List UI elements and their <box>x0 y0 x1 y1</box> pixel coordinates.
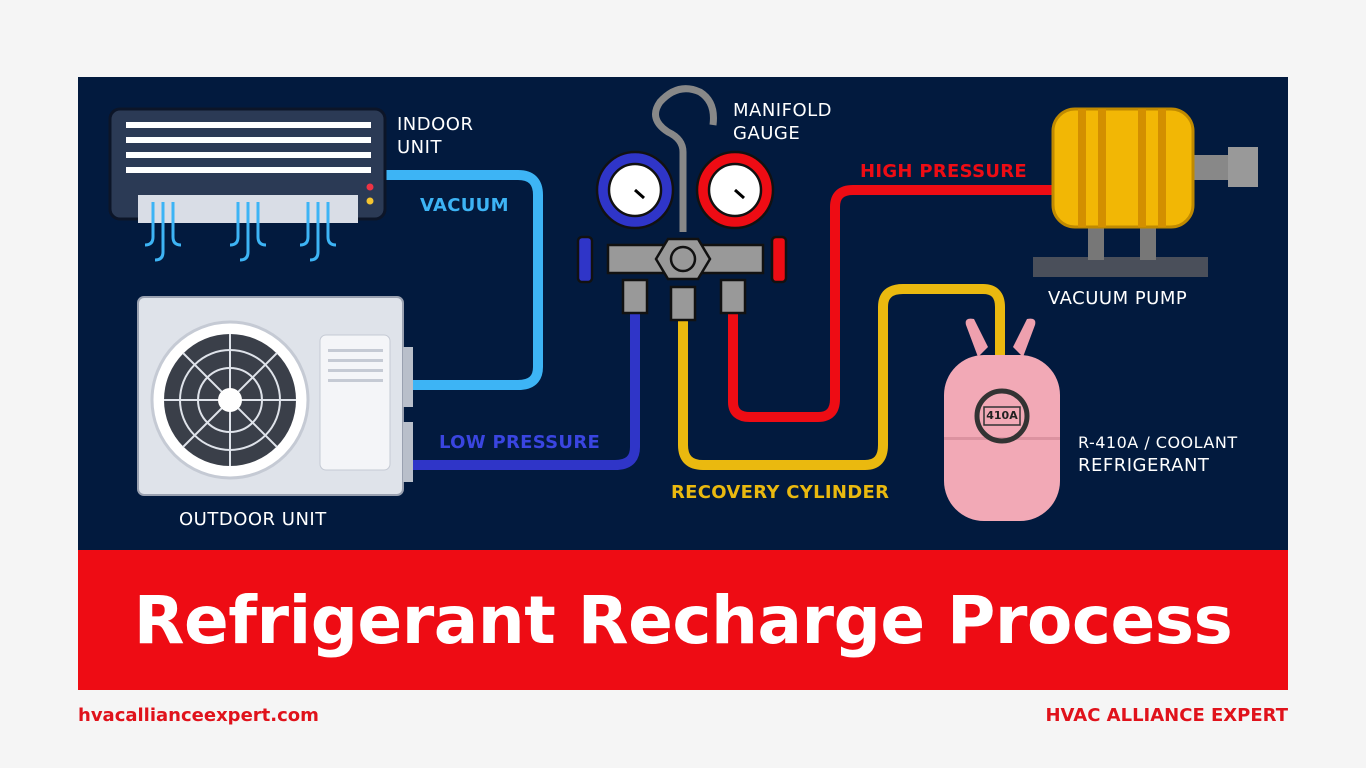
website-link[interactable]: hvacallianceexpert.com <box>78 705 319 726</box>
refrigerant-line-1: R-410A / COOLANT <box>1078 433 1238 452</box>
recovery-cylinder-label: RECOVERY CYLINDER <box>671 482 890 503</box>
indoor-unit-icon <box>108 107 387 262</box>
indoor-line-2: UNIT <box>397 137 442 158</box>
outdoor-unit-label: OUTDOOR UNIT <box>179 509 327 530</box>
page-title: Refrigerant Recharge Process <box>133 581 1233 659</box>
high-pressure-hose <box>728 185 1058 422</box>
tank-410a-label: 410A <box>986 409 1018 422</box>
diagram-drawing <box>108 85 1258 521</box>
brand-name: HVAC ALLIANCE EXPERT <box>1045 705 1288 726</box>
low-pressure-label: LOW PRESSURE <box>439 432 601 453</box>
manifold-line-2: GAUGE <box>733 123 801 144</box>
manifold-line-1: MANIFOLD <box>733 100 833 121</box>
vacuum-pump-icon <box>1033 107 1258 277</box>
high-pressure-label: HIGH PRESSURE <box>860 161 1028 182</box>
refrigerant-line-2: REFRIGERANT <box>1078 455 1210 476</box>
vacuum-pump-label: VACUUM PUMP <box>1048 288 1188 309</box>
outdoor-unit-icon <box>137 296 413 496</box>
recovery-hose <box>678 284 1005 470</box>
title-banner: Refrigerant Recharge Process <box>78 550 1288 690</box>
manifold-gauge-icon <box>576 85 788 322</box>
refrigerant-tank-icon <box>944 318 1060 521</box>
refrigerant-label: R-410A / COOLANT REFRIGERANT <box>1078 431 1238 477</box>
vacuum-label: VACUUM <box>420 195 509 216</box>
indoor-line-1: INDOOR <box>397 114 474 135</box>
low-pressure-hose <box>410 312 640 470</box>
vacuum-hose <box>383 170 543 390</box>
